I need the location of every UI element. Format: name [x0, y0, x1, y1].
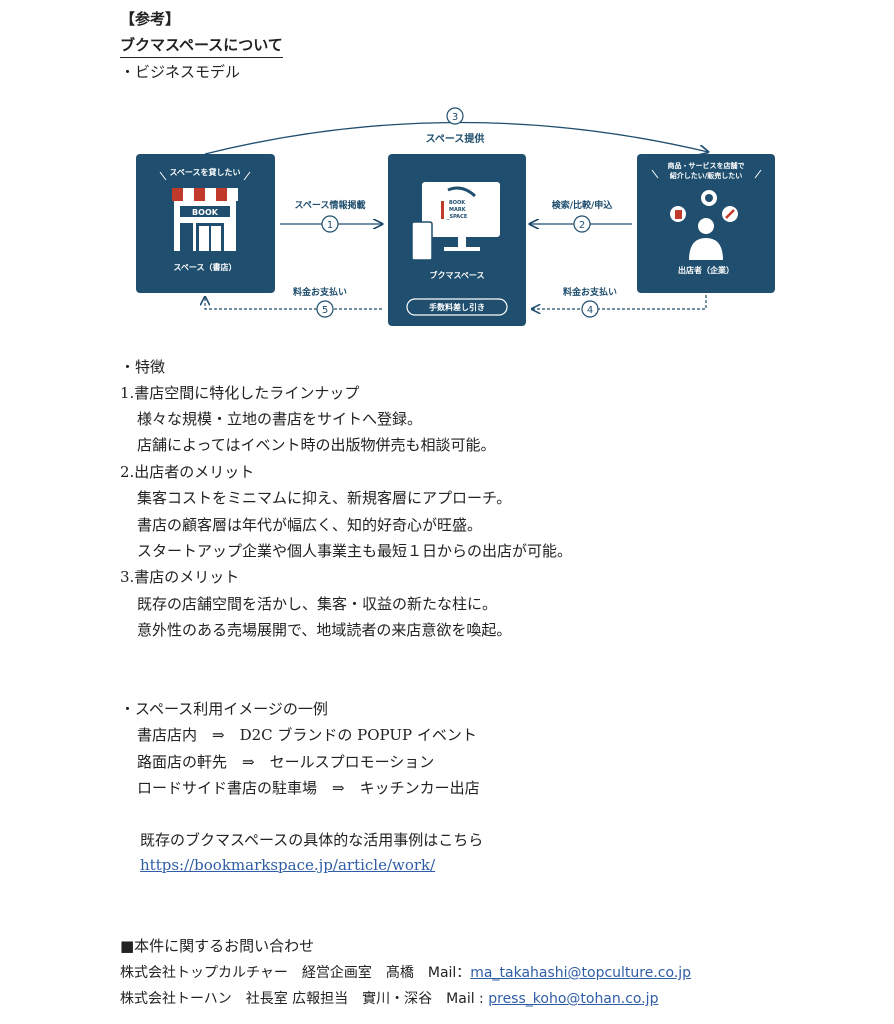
contact-email-1[interactable]: ma_takahashi@topculture.co.jp: [470, 965, 692, 981]
computer-icon: BOOK MARK _SPACE: [411, 182, 500, 261]
feature-3-line-1: 既存の店舗空間を活かし、集客・収益の新たな柱に。: [137, 595, 498, 613]
book-sign: BOOK: [192, 208, 219, 217]
feature-1-title: 1.書店空間に特化したラインナップ: [120, 384, 360, 402]
arrow-4: [532, 295, 707, 309]
contact-line-2-text: 株式会社トーハン 社長室 広報担当 實川・深谷 Mail :: [120, 991, 489, 1007]
step-1-label: スペース情報掲載: [295, 199, 366, 211]
contact-line-1-text: 株式会社トップカルチャー 経営企画室 髙橋 Mail：: [120, 965, 471, 981]
contact-line-2: 株式会社トーハン 社長室 広報担当 實川・深谷 Mail : press_koh…: [120, 988, 658, 1008]
feature-1-line-1: 様々な規模・立地の書店をサイトへ登録。: [137, 410, 423, 428]
example-line-2: 路面店の軒先 ⇒ セールスプロモーション: [137, 753, 435, 771]
fee-pill-label: 手数料差し引き: [429, 302, 485, 312]
feature-2-line-2: 書店の顧客層は年代が幅広く、知的好奇心が旺盛。: [137, 516, 483, 534]
step-3-label: スペース提供: [426, 132, 485, 145]
logo-line-2: MARK: [449, 207, 467, 213]
section-title: ブクマスペースについて: [120, 34, 283, 58]
exhibitor-top-label-2: 紹介したい/販売したい: [670, 171, 743, 180]
contact-email-2[interactable]: press_koho@tohan.co.jp: [488, 991, 659, 1007]
step-3-circle: [446, 107, 464, 125]
feature-2-title: 2.出店者のメリット: [120, 463, 255, 481]
feature-3-line-2: 意外性のある売場展開で、地域読者の来店意欲を喚起。: [137, 621, 512, 639]
step-4-label: 料金お支払い: [563, 286, 617, 298]
step-5-label: 料金お支払い: [293, 286, 347, 298]
bookstore-label: スペース（書店）: [173, 262, 236, 272]
cases-link[interactable]: https://bookmarkspace.jp/article/work/: [140, 856, 436, 874]
exhibitor-top-label-1: 商品・サービスを店舗で: [668, 161, 745, 170]
storefront-icon: BOOK: [172, 188, 238, 251]
step-4-number: 4: [587, 305, 593, 316]
step-2-label: 検索/比較/申込: [552, 199, 613, 211]
business-model-heading: ・ビジネスモデル: [120, 63, 241, 81]
step-5-number: 5: [322, 305, 328, 316]
cases-text: 既存のブクマスペースの具体的な活用事例はこちら: [140, 831, 484, 849]
feature-3-title: 3.書店のメリット: [120, 568, 240, 586]
feature-2-line-3: スタートアップ企業や個人事業主も最短１日からの出店が可能。: [137, 542, 573, 560]
step-2-number: 2: [579, 220, 585, 231]
business-model-diagram: 3 スペース提供 スペースを貸したい BOOK スペース（書店） BOOK MA…: [136, 107, 775, 326]
exhibitor-label: 出店者（企業）: [678, 265, 734, 275]
exhibitor-person-icon: [670, 190, 738, 260]
example-line-1: 書店店内 ⇒ D2C ブランドの POPUP イベント: [137, 726, 477, 744]
bookstore-top-label: スペースを貸したい: [169, 167, 240, 177]
reference-label: 【参考】: [120, 10, 181, 28]
contact-line-1: 株式会社トップカルチャー 経営企画室 髙橋 Mail：ma_takahashi@…: [120, 962, 691, 982]
platform-label: ブクマスペース: [429, 270, 484, 280]
arrow-5: [205, 297, 382, 310]
example-line-3: ロードサイド書店の駐車場 ⇒ キッチンカー出店: [137, 779, 480, 797]
fee-pill: [406, 298, 508, 316]
step-1-number: 1: [327, 220, 333, 231]
feature-1-line-2: 店舗によってはイベント時の出版物併売も相談可能。: [137, 436, 496, 454]
logo-line-1: BOOK: [449, 200, 466, 206]
platform-box: [388, 154, 526, 326]
feature-2-line-1: 集客コストをミニマムに抑え、新規客層にアプローチ。: [137, 489, 512, 507]
step-3-number: 3: [452, 112, 458, 123]
logo-line-3: _SPACE: [447, 214, 468, 220]
contact-heading: ■本件に関するお問い合わせ: [120, 937, 315, 955]
features-heading: ・特徴: [120, 358, 166, 376]
examples-heading: ・スペース利用イメージの一例: [120, 700, 328, 718]
